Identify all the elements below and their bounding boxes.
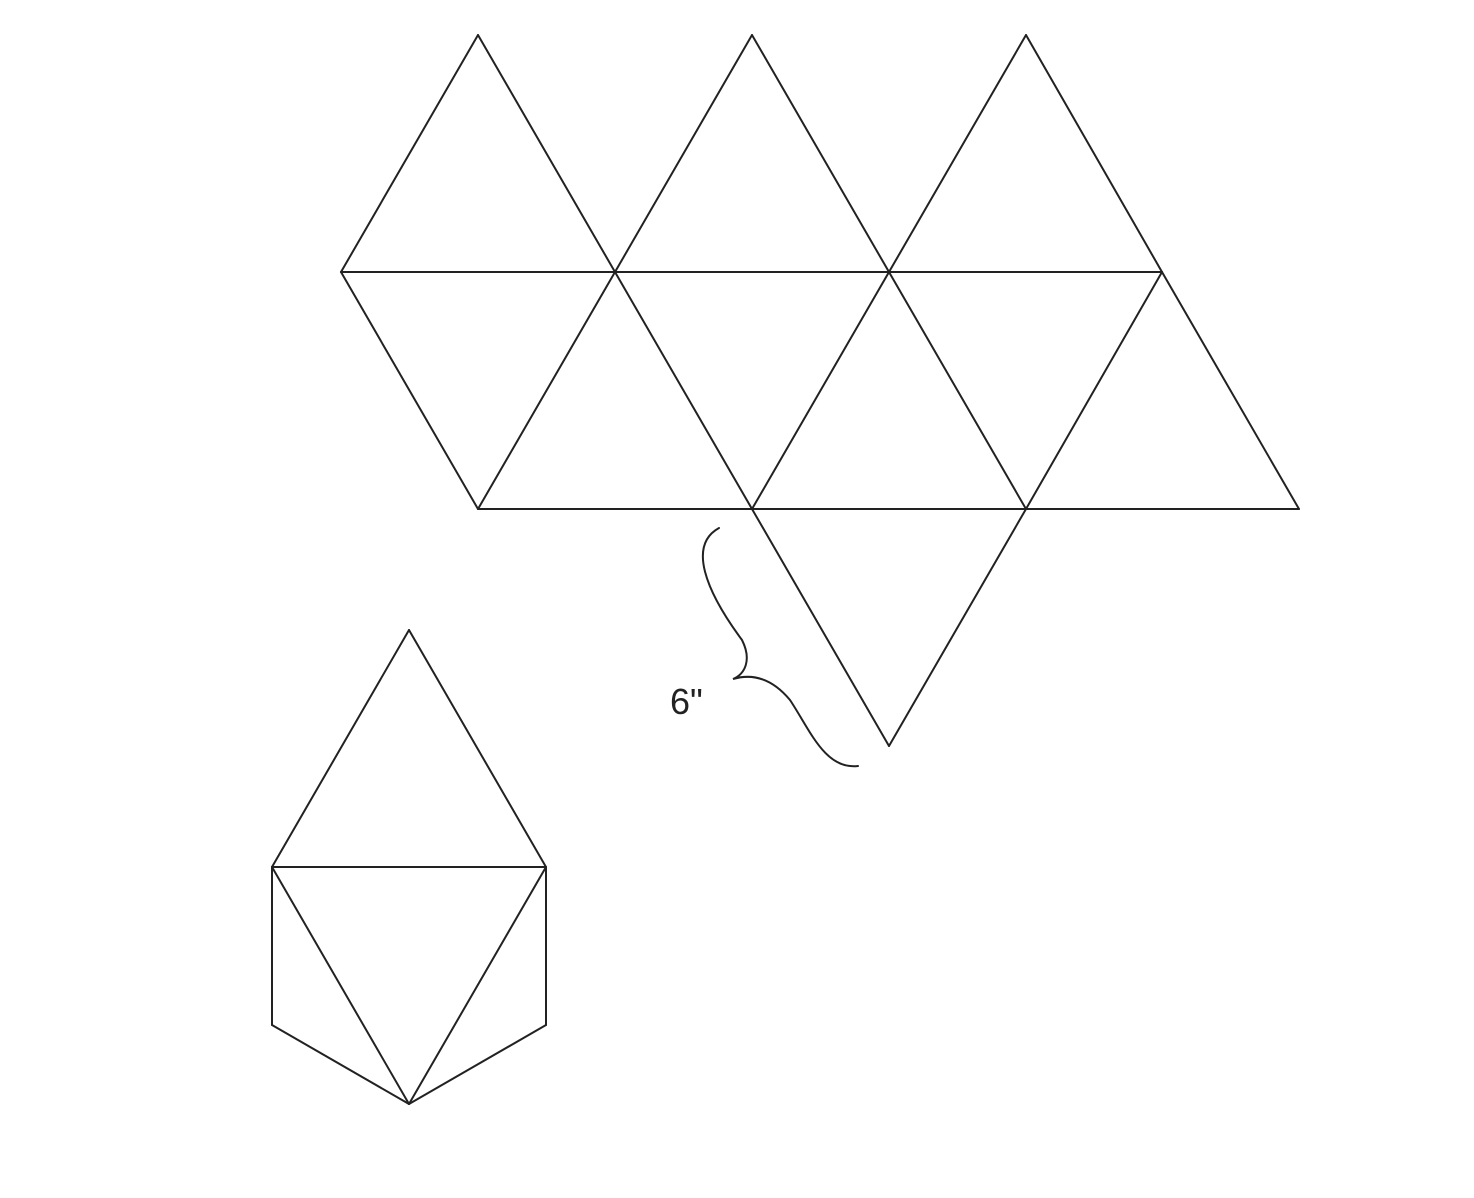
- net-edge: [340, 34, 479, 273]
- net-edge: [477, 271, 616, 510]
- net-edge: [614, 271, 753, 510]
- net-edge: [751, 34, 890, 273]
- dimension-label: 6": [670, 681, 703, 722]
- net-edge: [408, 629, 547, 868]
- net-edge: [271, 629, 410, 868]
- net-edge: [340, 271, 479, 510]
- curly-brace: [701, 527, 859, 768]
- net-edge: [888, 271, 1027, 510]
- net-edge: [271, 866, 410, 1105]
- dimension-brace: 6": [670, 527, 859, 768]
- net-edge: [1025, 271, 1163, 510]
- net-edge: [477, 34, 616, 273]
- net-edge: [408, 1024, 547, 1105]
- net-edge: [408, 866, 547, 1105]
- net-edge: [614, 34, 753, 273]
- net-edge: [751, 271, 890, 510]
- net-edge: [751, 508, 890, 747]
- net-edge: [1161, 271, 1300, 510]
- small-net: [271, 629, 547, 1105]
- main-net: [340, 34, 1300, 747]
- net-edge: [271, 1024, 410, 1105]
- net-edge: [1025, 34, 1163, 273]
- net-edge: [888, 508, 1027, 747]
- net-edge: [888, 34, 1027, 273]
